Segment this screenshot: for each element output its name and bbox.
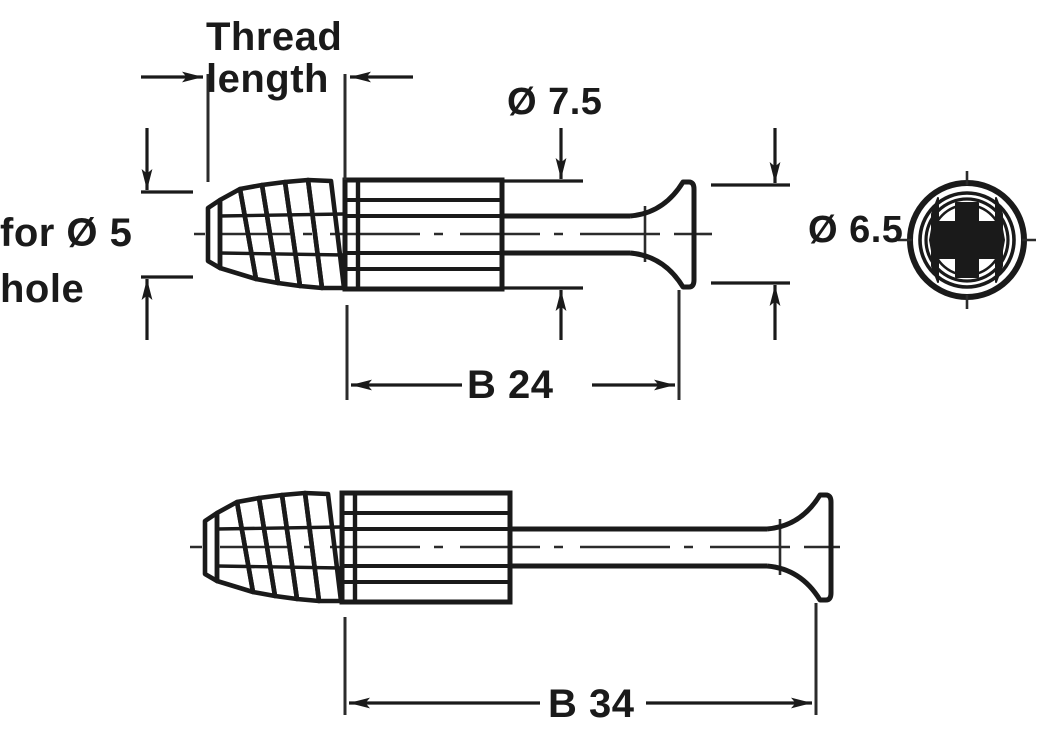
length-b24-label: B 24 — [467, 363, 554, 407]
length-b34-label: B 34 — [548, 682, 635, 726]
dim-diameter-7-5 — [502, 128, 583, 340]
dim-diameter-6-5 — [700, 128, 790, 340]
screw-thread-bottom — [202, 490, 344, 604]
dim-length-b24 — [345, 290, 681, 400]
countersunk-head-top — [629, 179, 697, 290]
countersunk-head-bottom — [766, 492, 834, 603]
top-view-group — [141, 71, 790, 400]
dim-length-b34 — [343, 603, 818, 715]
screw-thread-top — [205, 177, 347, 291]
knurled-cylinder-top — [342, 177, 505, 292]
dim-hole-diameter — [141, 128, 193, 340]
centerline-bottom — [190, 519, 840, 575]
bottom-view-group — [190, 490, 840, 715]
diameter-7-5-label: Ø 7.5 — [507, 81, 603, 123]
pozidriv-drive-icon — [929, 197, 1005, 283]
hole-diameter-label-line1: for Ø 5 — [0, 211, 133, 255]
knurled-cylinder-bottom — [339, 490, 513, 605]
dim-thread-length — [141, 71, 413, 182]
plain-shank-bottom — [510, 526, 767, 569]
plain-shank-top — [502, 213, 630, 256]
diameter-6-5-label: Ø 6.5 — [808, 209, 904, 251]
head-end-view — [898, 171, 1036, 309]
hole-diameter-label-line2: hole — [0, 267, 85, 311]
thread-length-label: Thread length — [206, 15, 343, 101]
end-view-centerlines — [898, 171, 1036, 309]
